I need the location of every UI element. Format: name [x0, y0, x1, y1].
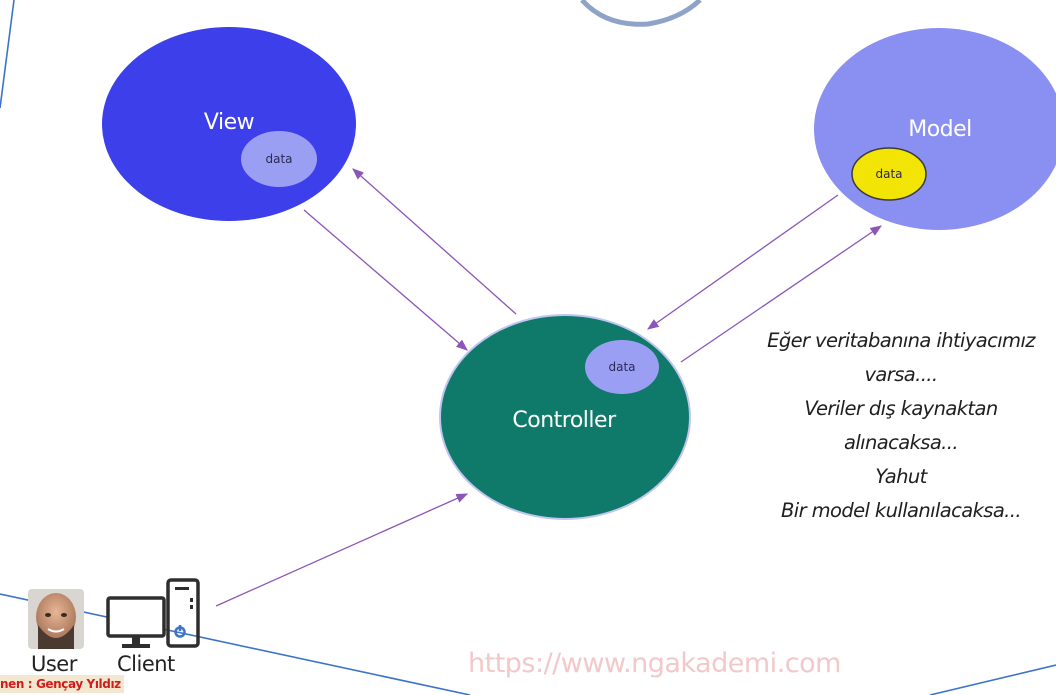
frame-line-left	[0, 0, 15, 109]
view-data-label: data	[265, 152, 292, 166]
arrow-model-to-controller	[647, 194, 839, 330]
note-line: Veriler dış kaynaktan	[804, 397, 998, 420]
note-line: alınacaksa...	[844, 431, 959, 454]
frame-line-bottom-right	[929, 664, 1056, 695]
view-data-bubble	[241, 131, 317, 187]
view-label: View	[204, 110, 255, 135]
user-label: User	[31, 652, 77, 676]
condition-note: Eğer veritabanına ihtiyacımız varsa.... …	[740, 324, 1056, 528]
controller-node: Controller data	[439, 314, 691, 520]
arrow-controller-to-model	[680, 225, 882, 363]
note-line: Bir model kullanılacaksa...	[781, 499, 1022, 522]
presenter-caption: nen : Gençay Yıldız	[0, 675, 124, 693]
arrow-client-to-controller	[215, 493, 469, 607]
client-devices-icon	[106, 578, 202, 652]
model-label: Model	[908, 117, 972, 142]
note-line: Yahut	[875, 465, 927, 488]
view-node: View data	[102, 27, 356, 221]
user-face-icon	[28, 589, 84, 649]
site-watermark: https://www.ngakademi.com	[468, 648, 841, 679]
note-line: Eğer veritabanına ihtiyacımız	[767, 329, 1035, 352]
note-line: varsa....	[864, 363, 938, 386]
controller-data-bubble	[585, 340, 659, 394]
arrow-controller-to-view	[352, 168, 517, 315]
controller-data-label: data	[608, 360, 635, 374]
model-node: Model data	[814, 28, 1056, 230]
decorative-arc	[580, 0, 702, 27]
controller-label: Controller	[512, 408, 617, 433]
model-data-bubble	[851, 147, 927, 201]
user-avatar	[28, 589, 84, 649]
arrow-view-to-controller	[303, 209, 468, 351]
model-data-label: data	[875, 167, 902, 181]
client-label: Client	[117, 652, 175, 676]
